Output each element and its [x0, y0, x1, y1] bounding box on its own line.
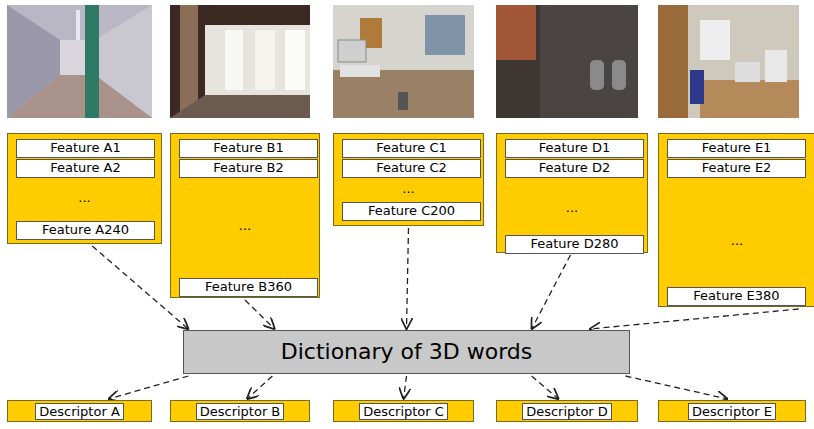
descriptor-label: Descriptor C [359, 403, 448, 420]
feature-label: Feature B2 [180, 160, 317, 175]
office-photo [333, 5, 474, 118]
restroom-photo [496, 5, 638, 118]
feature-box: Feature C1 [342, 139, 481, 158]
descriptor-box: Descriptor B [170, 400, 310, 422]
feature-box: Feature C2 [342, 159, 481, 178]
ellipsis-text: ... [8, 191, 161, 204]
dashed-arrow [626, 376, 728, 399]
ellipsis-text: ... [659, 234, 814, 247]
feature-label: Feature E380 [668, 288, 805, 303]
descriptor-box: Descriptor A [7, 400, 152, 422]
dashed-arrow [532, 376, 559, 399]
feature-box: Feature D1 [505, 139, 644, 158]
entrance-photo [170, 5, 310, 118]
descriptor-label: Descriptor D [522, 403, 612, 420]
feature-box: Feature D280 [505, 235, 644, 254]
feature-box: Feature C200 [342, 202, 481, 221]
feature-box: Feature D2 [505, 159, 644, 178]
feature-label: Feature E1 [668, 140, 805, 155]
feature-box: Feature B2 [179, 159, 318, 178]
dictionary-box: Dictionary of 3D words [183, 330, 630, 374]
feature-panel: ... Feature E1 Feature E2 Feature E380 [658, 133, 814, 307]
dashed-arrow [245, 300, 275, 329]
dashed-arrow [404, 376, 407, 399]
descriptor-box: Descriptor C [333, 400, 474, 422]
descriptor-label: Descriptor A [35, 403, 124, 420]
feature-label: Feature A1 [17, 140, 154, 155]
feature-box: Feature E1 [667, 139, 806, 158]
feature-label: Feature D2 [506, 160, 643, 175]
dictionary-label: Dictionary of 3D words [281, 339, 533, 365]
dashed-arrow [407, 228, 409, 329]
feature-label: Feature B360 [180, 279, 317, 294]
feature-box: Feature A1 [16, 139, 155, 158]
descriptor-label: Descriptor E [688, 403, 776, 420]
feature-box: Feature A2 [16, 159, 155, 178]
dashed-arrow [109, 376, 189, 399]
feature-panel: ... Feature A1 Feature A2 Feature A240 [7, 133, 162, 244]
feature-box: Feature B1 [179, 139, 318, 158]
feature-box: Feature B360 [179, 278, 318, 297]
feature-label: Feature D280 [506, 236, 643, 251]
feature-box: Feature E380 [667, 287, 806, 306]
feature-panel: ... Feature D1 Feature D2 Feature D280 [496, 133, 648, 253]
ellipsis-text: ... [497, 201, 647, 214]
feature-label: Feature E2 [668, 160, 805, 175]
feature-label: Feature D1 [506, 140, 643, 155]
corridor-photo [7, 5, 152, 118]
feature-label: Feature C200 [343, 203, 480, 218]
feature-box: Feature E2 [667, 159, 806, 178]
dashed-arrow [590, 309, 799, 329]
descriptor-box: Descriptor D [496, 400, 638, 422]
dashed-arrow [247, 376, 272, 399]
ellipsis-text: ... [334, 182, 483, 195]
feature-box: Feature A240 [16, 221, 155, 240]
feature-label: Feature B1 [180, 140, 317, 155]
feature-label: Feature C2 [343, 160, 480, 175]
descriptor-label: Descriptor B [196, 403, 285, 420]
lab-photo [658, 5, 799, 118]
feature-panel: ... Feature B1 Feature B2 Feature B360 [170, 133, 320, 298]
feature-label: Feature C1 [343, 140, 480, 155]
feature-label: Feature A2 [17, 160, 154, 175]
dashed-arrow [532, 255, 571, 329]
ellipsis-text: ... [171, 219, 319, 232]
feature-label: Feature A240 [17, 222, 154, 237]
feature-panel: ... Feature C1 Feature C2 Feature C200 [333, 133, 484, 226]
descriptor-box: Descriptor E [658, 400, 806, 422]
